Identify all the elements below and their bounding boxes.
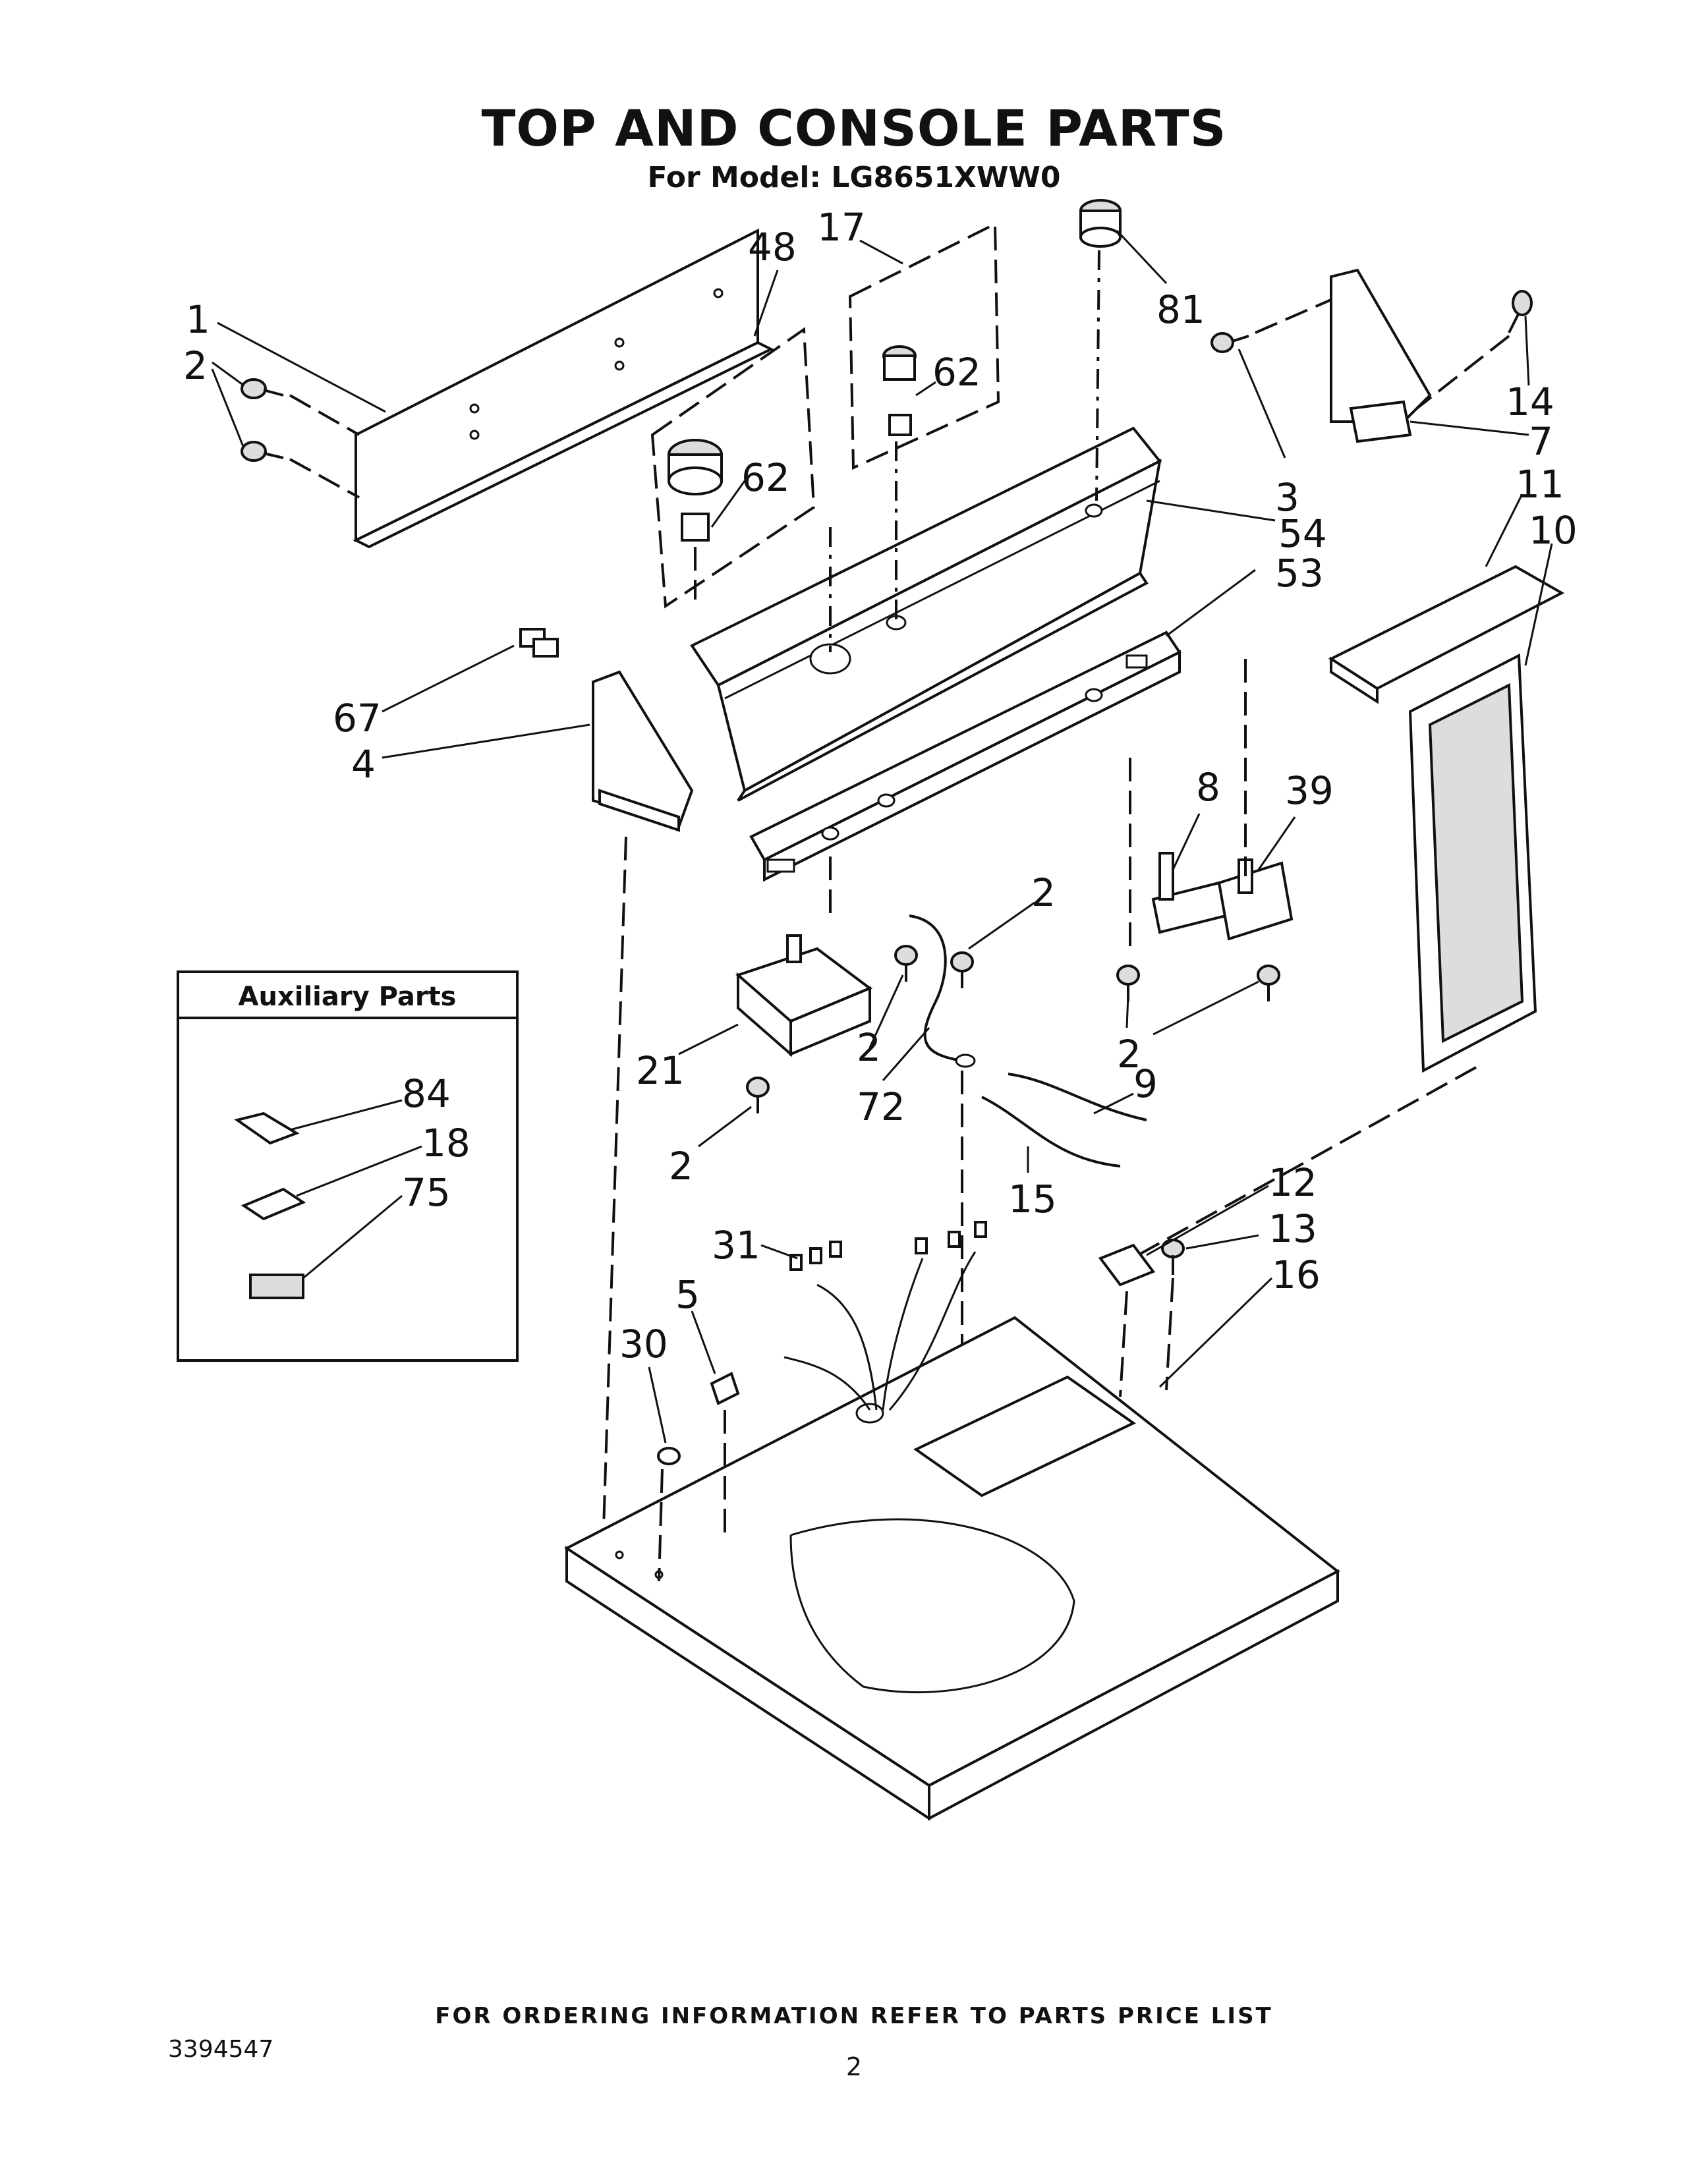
callout-2: 2: [857, 1025, 881, 1070]
callout-12: 12: [1268, 1160, 1317, 1205]
lint-screen-cover-part: [1328, 565, 1565, 704]
dryer-top-panel-part: [564, 1316, 1340, 1821]
callout-2: 2: [1117, 1032, 1141, 1077]
push-to-start-knob-part: [1079, 199, 1122, 248]
switch-part: [1217, 858, 1294, 941]
connector-part: [249, 1274, 304, 1299]
model-subtitle: For Model: LG8651XWW0: [647, 161, 1061, 194]
callout-39: 39: [1285, 768, 1334, 813]
wire-harness-part: [783, 1221, 1075, 1694]
callout-72: 72: [857, 1084, 905, 1129]
callout-8: 8: [1196, 765, 1220, 810]
callout-7: 7: [1529, 419, 1553, 464]
callout-54: 54: [1278, 511, 1327, 556]
callout-2: 2: [1031, 870, 1056, 915]
callout-2: 2: [669, 1144, 693, 1189]
callout-11: 11: [1516, 462, 1564, 507]
lint-screen-part: [1408, 653, 1537, 1073]
screw-part: [1210, 290, 1533, 353]
screw-part: [1116, 965, 1280, 1001]
callout-17: 17: [817, 205, 866, 250]
console-panel-part: [690, 426, 1162, 802]
rear-panel-part: [353, 228, 774, 549]
callout-13: 13: [1268, 1206, 1317, 1251]
callout-84: 84: [402, 1071, 451, 1116]
ground-wire-part: [909, 914, 976, 1068]
callout-53: 53: [1275, 551, 1324, 596]
timer-knob-part: [668, 439, 723, 542]
callout-18: 18: [422, 1121, 470, 1165]
terminal-part: [234, 1111, 300, 1145]
callout-1: 1: [186, 297, 210, 342]
callout-62: 62: [741, 455, 790, 500]
screw-part: [746, 945, 974, 1113]
clip-part: [657, 1372, 740, 1465]
leader-lines: [211, 229, 1553, 1444]
callout-48: 48: [748, 225, 797, 269]
callout-2: 2: [183, 343, 208, 388]
door-latch-part: [1098, 1239, 1185, 1287]
page-title: TOP AND CONSOLE PARTS: [481, 99, 1227, 157]
callout-5: 5: [675, 1272, 700, 1317]
page-number: 2: [845, 2052, 863, 2081]
auxiliary-parts-box: Auxiliary Parts: [177, 970, 519, 1362]
clip-part: [519, 628, 559, 658]
right-end-cap-part: [1330, 268, 1432, 443]
auxiliary-parts-title: Auxiliary Parts: [239, 982, 457, 1012]
callout-14: 14: [1506, 379, 1554, 424]
callout-16: 16: [1272, 1252, 1321, 1297]
callout-81: 81: [1156, 287, 1205, 332]
callout-31: 31: [712, 1223, 760, 1268]
callout-4: 4: [351, 742, 376, 787]
document-number: 3394547: [168, 2036, 274, 2063]
callout-21: 21: [636, 1048, 685, 1093]
callout-62: 62: [932, 350, 981, 395]
switch-part: [1151, 852, 1228, 934]
callout-9: 9: [1133, 1061, 1158, 1106]
control-bracket-part: [749, 631, 1181, 882]
callout-75: 75: [402, 1170, 451, 1215]
terminal-part: [241, 1187, 306, 1221]
ordering-info-note: FOR ORDERING INFORMATION REFER TO PARTS …: [435, 2003, 1273, 2029]
callout-30: 30: [619, 1322, 668, 1366]
callout-15: 15: [1008, 1177, 1057, 1221]
harness-strap-part: [981, 1073, 1147, 1167]
callout-labels: 1 2 48 17 81 62 62 14 7 3 54 53 11 10 67…: [183, 205, 1578, 1366]
left-end-cap-part: [592, 670, 694, 832]
callout-67: 67: [333, 696, 382, 741]
screw-part: [241, 378, 284, 462]
timer-part: [735, 934, 872, 1057]
callout-10: 10: [1529, 508, 1578, 553]
callout-3: 3: [1275, 475, 1299, 520]
selector-knob-part: [882, 345, 917, 436]
